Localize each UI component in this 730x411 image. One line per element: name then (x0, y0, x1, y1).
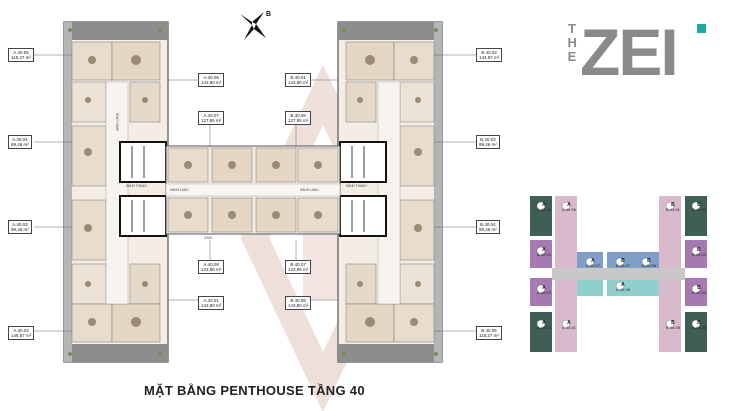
compass-letter: B (266, 11, 271, 18)
shaft-label: GAIN (204, 236, 212, 240)
corridor-left-label: HÀNH LANG (115, 112, 120, 132)
key-plan-shapes (530, 196, 707, 352)
logo-name: ZEI (580, 15, 679, 89)
corridor-right-label: HÀNH LANG (300, 188, 319, 192)
lobby-left-label: SẢNH THANG (126, 184, 147, 188)
plan-caption: MẶT BẰNG PENTHOUSE TẦNG 40 (144, 383, 365, 398)
tower-b (337, 21, 443, 363)
lobby-right-label: SẢNH THANG (346, 184, 367, 188)
the-zei-logo: THE ZEI (566, 15, 716, 89)
logo-prefix: THE (567, 21, 577, 64)
corridor-label: HÀNH LANG (170, 188, 189, 192)
north-arrow-star-icon: B (240, 11, 271, 40)
central-bridge (165, 145, 341, 235)
logo-accent-square (697, 24, 706, 33)
tower-a (63, 21, 169, 363)
